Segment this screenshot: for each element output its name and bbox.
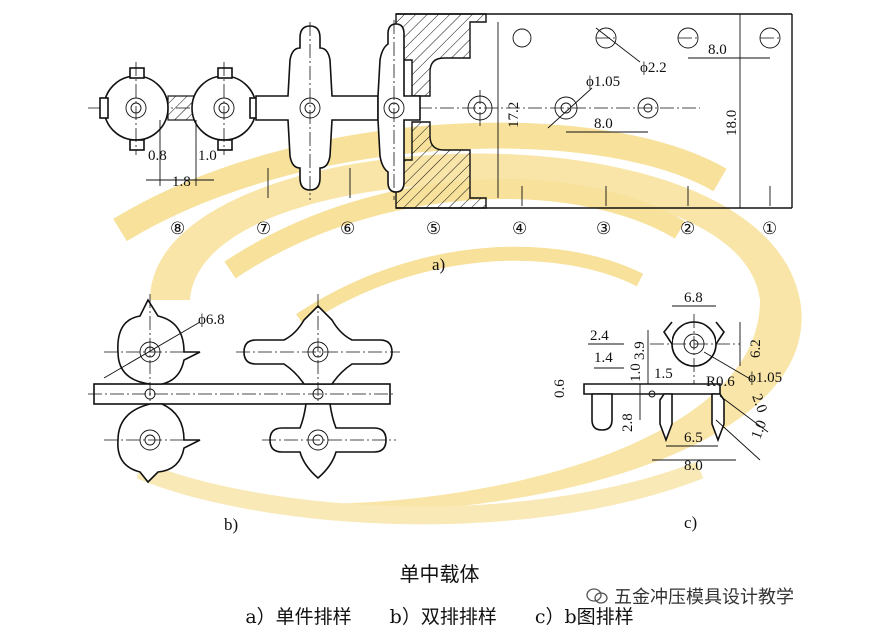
dim-c-phi-1-05: ϕ1.05 bbox=[748, 370, 782, 386]
dim-phi-1-05: ϕ1.05 bbox=[586, 74, 620, 90]
dim-c-1-0b: 1.0 bbox=[749, 418, 770, 441]
dim-0-8: 0.8 bbox=[148, 148, 167, 164]
dim-c-2-0: 2.0 bbox=[748, 392, 769, 415]
figure-a: ϕ2.2 ϕ1.05 8.0 8.0 17.2 18.0 0.8 1.0 1.8… bbox=[88, 13, 793, 274]
dim-height-18: 18.0 bbox=[724, 110, 740, 136]
dim-pitch-mid: 8.0 bbox=[594, 116, 613, 132]
figure-title: 单中载体 bbox=[399, 562, 480, 586]
figure-b-label: b) bbox=[224, 515, 238, 534]
figure-b: ϕ6.8 b) bbox=[88, 294, 400, 534]
dimension-lines-a bbox=[146, 14, 770, 208]
pilot-holes bbox=[512, 27, 781, 120]
dim-c-1-5: 1.5 bbox=[654, 366, 673, 382]
part-station-4 bbox=[467, 90, 493, 126]
figure-subtitle: a）单件排样 b）双排排样 c）b图排样 bbox=[245, 606, 634, 628]
station-label: ⑥ bbox=[340, 219, 355, 238]
watermark-text: 五金冲压模具设计教学 bbox=[614, 587, 794, 608]
part-b-upper-right bbox=[236, 294, 400, 478]
dimension-lines-c bbox=[588, 305, 769, 461]
dim-1-8: 1.8 bbox=[172, 174, 191, 190]
part-station-7 bbox=[191, 62, 261, 155]
dim-phi-2-2: ϕ2.2 bbox=[640, 60, 667, 76]
dim-c-1-4: 1.4 bbox=[594, 350, 613, 366]
figure-c: 6.8 6.2 2.4 1.4 3.9 1.0 1.5 0.6 R0.6 ϕ1.… bbox=[552, 290, 782, 532]
station-label: ⑤ bbox=[426, 219, 441, 238]
wechat-icon bbox=[586, 588, 608, 604]
dim-c-8-0: 8.0 bbox=[684, 458, 703, 474]
dim-c-2-8: 2.8 bbox=[620, 413, 636, 432]
station-label: ① bbox=[762, 219, 777, 238]
part-b-lower-right bbox=[262, 403, 396, 480]
dim-c-0-6: 0.6 bbox=[552, 379, 568, 398]
station-label: ② bbox=[680, 219, 695, 238]
dim-c-1-0: 1.0 bbox=[628, 363, 644, 382]
part-b-upper-left bbox=[104, 294, 201, 478]
station-labels: ⑧ ⑦ ⑥ ⑤ ④ ③ ② ① bbox=[170, 219, 777, 238]
dim-c-3-9: 3.9 bbox=[632, 341, 648, 360]
dim-c-6-2: 6.2 bbox=[748, 339, 764, 358]
dim-phi-6-8: ϕ6.8 bbox=[198, 312, 225, 328]
dim-c-6-8: 6.8 bbox=[684, 290, 703, 306]
station-label: ③ bbox=[596, 219, 611, 238]
station-label: ⑦ bbox=[256, 219, 271, 238]
part-b-lower-left bbox=[104, 403, 201, 484]
watermark: 五金冲压模具设计教学 bbox=[586, 583, 794, 609]
dim-c-6-5: 6.5 bbox=[684, 430, 703, 446]
dim-height-17-2: 17.2 bbox=[506, 102, 522, 128]
station-label: ⑧ bbox=[170, 219, 185, 238]
dim-c-r0-6: R0.6 bbox=[706, 374, 735, 390]
figure-a-label: a) bbox=[432, 255, 445, 274]
station-label: ④ bbox=[512, 219, 527, 238]
part-station-5 bbox=[377, 20, 421, 200]
watermark-logo bbox=[113, 122, 802, 525]
figure-c-label: c) bbox=[684, 513, 697, 532]
dim-pitch-top: 8.0 bbox=[708, 42, 727, 58]
dim-1-0: 1.0 bbox=[198, 148, 217, 164]
part-station-8 bbox=[99, 62, 169, 155]
dim-c-2-4: 2.4 bbox=[590, 328, 609, 344]
station-ticks bbox=[267, 168, 771, 206]
